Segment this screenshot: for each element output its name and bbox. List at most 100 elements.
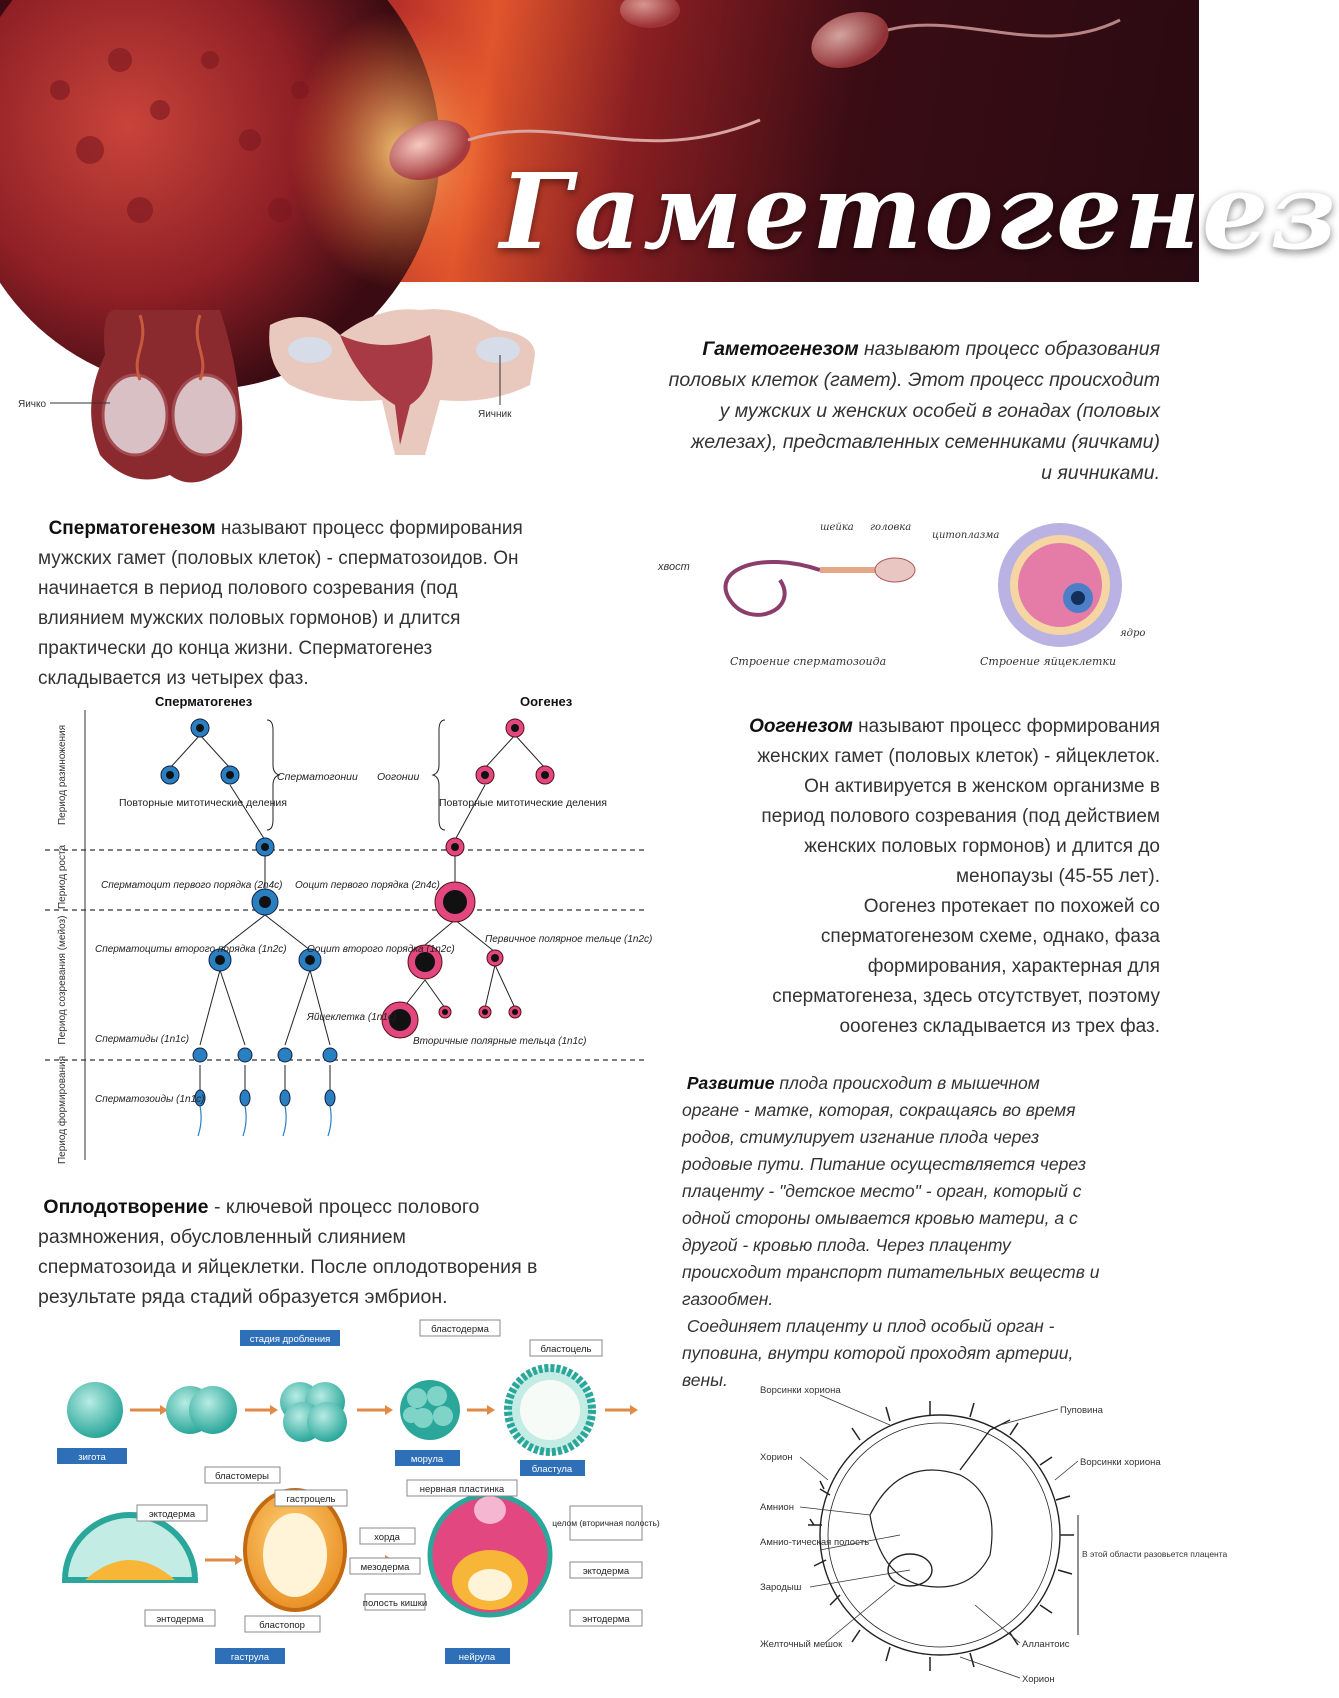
testis-illustration	[50, 309, 243, 483]
text-line: Оогенез протекает по похожей со	[863, 896, 1160, 917]
sperm-neck-label: шейка	[820, 522, 854, 533]
text-line: газообмен.	[682, 1289, 774, 1309]
villi-label-1: Ворсинки хориона	[760, 1385, 841, 1396]
text-line: женских гамет (половых клеток) - яйцекле…	[757, 746, 1160, 767]
intro-line: у мужских и женских особей в гонадах (по…	[719, 400, 1160, 422]
period-label: Период созревания (мейоз)	[57, 916, 68, 1045]
fertilization-paragraph: Оплодотворение - ключевой процесс полово…	[38, 1192, 658, 1312]
allantois-label: Аллантоис	[1022, 1639, 1070, 1650]
mitotic-label-right: Повторные митотические деления	[439, 797, 607, 809]
chorion-label-2: Хорион	[1022, 1674, 1055, 1685]
period-label: Период роста	[57, 845, 68, 909]
text-line: результате ряда стадий образуется эмбрио…	[38, 1286, 448, 1308]
spermatozoon-cell	[279, 1089, 291, 1107]
header-banner: Гаметогенез	[0, 0, 1337, 390]
testis-label: Яичко	[18, 399, 47, 410]
yolk-sac	[887, 1553, 933, 1587]
spermatids-label: Сперматиды (1n1c)	[95, 1034, 189, 1045]
oogonia-label: Оогонии	[377, 771, 420, 783]
sperm-caption: Строение сперматозоида	[730, 655, 886, 668]
spermatid-cell	[192, 1047, 208, 1063]
intro-line: железах), представленных семенниками (яи…	[690, 431, 1160, 453]
spermatozoon-cell	[239, 1089, 251, 1107]
oogenesis-term: Оогенезом	[749, 716, 853, 737]
period-label: Период размножения	[57, 725, 68, 825]
neurula-illustration	[427, 1492, 553, 1618]
banner-illustration	[0, 0, 1121, 390]
text-line: плаценту - "детское место" - орган, кото…	[682, 1181, 1082, 1201]
text-line: ооогенез складывается из трех фаз.	[839, 1016, 1160, 1037]
text-line: Он активируется в женском организме в	[804, 776, 1160, 797]
ovary-label: Яичник	[478, 409, 512, 420]
text-line: менопаузы (45-55 лет).	[955, 866, 1160, 887]
text-line: органе - матке, которая, сокращаясь во в…	[682, 1100, 1076, 1120]
fertilization-term: Оплодотворение	[43, 1196, 209, 1218]
text-line: складывается из четырех фаз.	[38, 668, 309, 689]
text-line: плода происходит в мышечном	[779, 1073, 1040, 1093]
mitotic-label-left: Повторные митотические деления	[119, 797, 287, 809]
amnion-label: Амнион	[760, 1502, 794, 1513]
polar1-label: Первичное полярное тельце (1n2c)	[485, 934, 652, 945]
text-line: Соединяет плаценту и плод особый орган -	[686, 1316, 1055, 1336]
text-line: размножения, обусловленный слиянием	[38, 1226, 406, 1248]
sperm-head-label: головка	[870, 522, 911, 533]
text-line: называют процесс формирования	[858, 716, 1160, 737]
spermatocyte1-label: Сперматоцит первого порядка (2n4c)	[101, 880, 282, 891]
egg-illustration	[998, 523, 1122, 647]
notochord-label: хорда	[374, 1532, 401, 1543]
placenta-area-label: В этой области разовьется плацента	[1082, 1549, 1228, 1559]
text-line: практически до конца жизни. Сперматогене…	[38, 638, 433, 659]
neural-plate-label: нервная пластинка	[420, 1484, 505, 1495]
ectoderm2-label: эктодерма	[583, 1566, 630, 1577]
egg-cytoplasm-label: цитоплазма	[932, 530, 999, 541]
four-cell-illustration	[280, 1382, 347, 1442]
scheme-title-sperm: Сперматогенез	[155, 694, 253, 709]
anatomy-figure: Яичко Яичник	[18, 309, 535, 483]
embryo-label: Зародыш	[760, 1582, 801, 1593]
morula-label: морула	[411, 1454, 444, 1465]
gastrula-label: гаструла	[231, 1652, 270, 1663]
two-cell-illustration	[166, 1386, 237, 1434]
endoderm2-label: энтодерма	[582, 1614, 630, 1625]
amnion-outline	[869, 1469, 993, 1588]
development-term: Развитие	[686, 1073, 775, 1093]
text-line: начинается в период полового созревания …	[38, 578, 458, 599]
blastoderm-label: бластодерма	[431, 1324, 490, 1335]
blastocoel-label: бластоцель	[541, 1344, 592, 1355]
egg-label: Яйцеклетка (1n1c)	[306, 1012, 396, 1023]
neurula-label: нейрула	[459, 1652, 496, 1663]
intro-line: называют процесс образования	[864, 338, 1160, 360]
oocyte1-label: Ооцит первого порядка (2n4c)	[295, 880, 440, 891]
blastula-illustration	[504, 1364, 596, 1456]
chorion-diagram: Ворсинки хориона Хорион Амнион Амнио-тич…	[760, 1385, 1228, 1685]
spermatogonia-label: Сперматогонии	[277, 771, 358, 783]
zygote-label: зигота	[78, 1452, 106, 1463]
amniotic-label: Амнио-тическая полость	[760, 1537, 869, 1548]
uterus-illustration	[269, 309, 535, 455]
intro-term: Гаметогенезом	[702, 338, 859, 360]
villi-label-2: Ворсинки хориона	[1080, 1457, 1161, 1468]
embryo-stages-figure: стадия дробления зигота бластомеры морул…	[57, 1319, 660, 1664]
spermatogenesis-term: Сперматогенезом	[48, 518, 216, 539]
spermatogenesis-paragraph: Сперматогенезом называют процесс формиро…	[38, 514, 638, 694]
intro-paragraph: Гаметогенезом называют процесс образован…	[545, 334, 1160, 489]
egg-nucleus-label: ядро	[1120, 628, 1145, 639]
cell-structure-figure: хвост шейка головка Строение сперматозои…	[657, 522, 1145, 668]
gut-label: полость кишки	[363, 1598, 427, 1609]
intro-line: половых клеток (гамет). Этот процесс про…	[668, 369, 1160, 391]
chorion-label-1: Хорион	[760, 1452, 793, 1463]
text-line: происходит транспорт питательных веществ…	[682, 1262, 1100, 1282]
early-gastrula-illustration	[61, 1512, 199, 1583]
page-title: Гаметогенез	[500, 150, 1339, 273]
spermatid-cell	[277, 1047, 293, 1063]
text-line: период полового созревания (под действие…	[761, 806, 1160, 827]
ectoderm-label: эктодерма	[149, 1509, 196, 1520]
development-paragraph: Развитие плода происходит в мышечном орг…	[682, 1070, 1152, 1394]
text-line: родовые пути. Питание осуществляется чер…	[682, 1154, 1087, 1174]
endoderm-label: энтодерма	[156, 1614, 204, 1625]
blastopore-label: бластопор	[259, 1620, 305, 1631]
text-line: формирования, характерная для	[867, 956, 1160, 977]
text-line: сперматогенеза, здесь отсутствует, поэто…	[772, 986, 1160, 1007]
yolk-label: Желточный мешок	[760, 1639, 843, 1650]
morula-illustration	[400, 1380, 460, 1440]
